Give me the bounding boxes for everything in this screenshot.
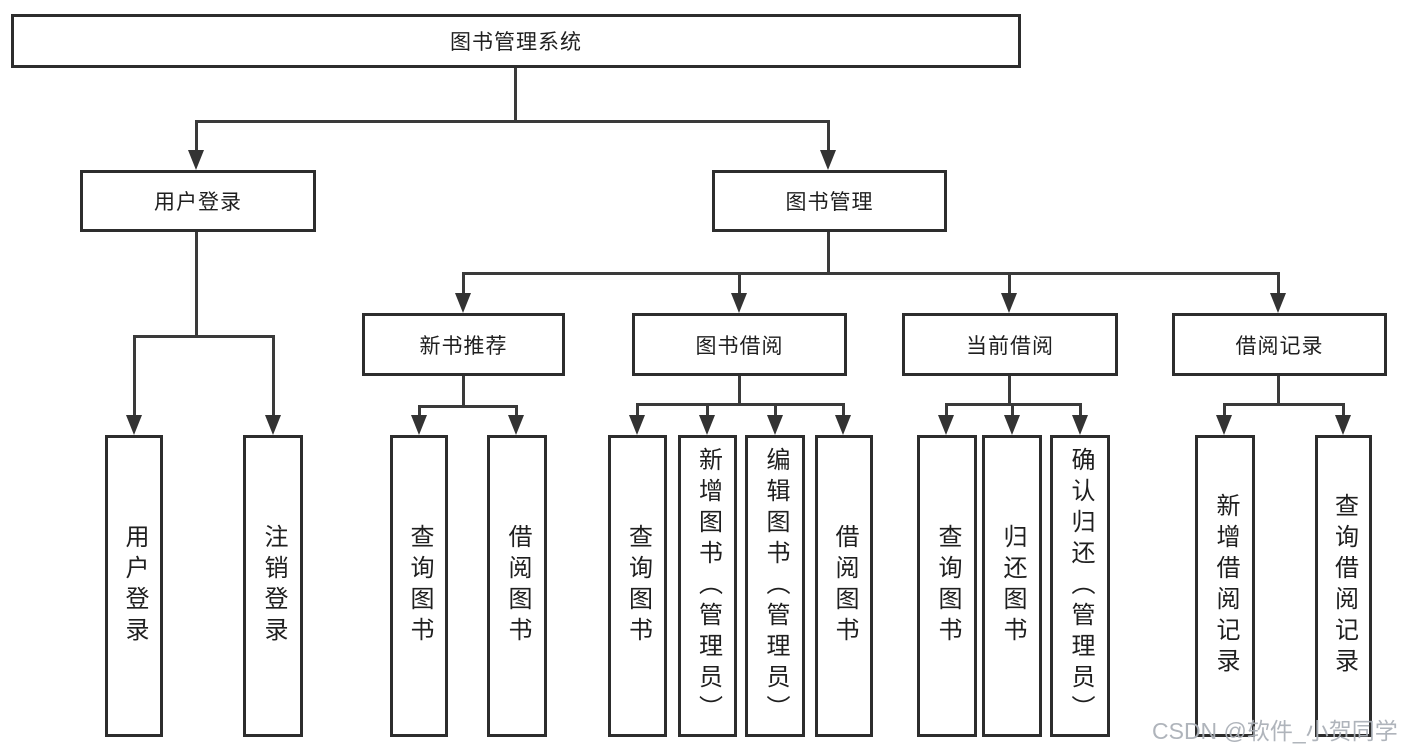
connector-drop bbox=[1079, 403, 1082, 418]
arrowhead-down-icon bbox=[835, 415, 851, 435]
leaf-recommend-borrow-books-label: 借阅图书 bbox=[504, 524, 531, 648]
connector-rail-user-login bbox=[133, 335, 274, 338]
connector-drop bbox=[706, 403, 709, 418]
leaf-logout: 注销登录 bbox=[243, 435, 303, 737]
connector-drop bbox=[462, 272, 465, 295]
connector-drop bbox=[827, 120, 830, 152]
arrowhead-down-icon bbox=[1072, 415, 1088, 435]
leaf-confirm-return-admin-label: 确认归还（管理员） bbox=[1067, 446, 1094, 726]
connector-stem-borrow-records bbox=[1277, 376, 1280, 405]
connector-rail-level3 bbox=[462, 272, 1279, 275]
connector-drop bbox=[1011, 403, 1014, 418]
connector-drop bbox=[1223, 403, 1226, 418]
node-current-borrow-label: 当前借阅 bbox=[966, 334, 1054, 358]
connector-stem-book-management bbox=[827, 232, 830, 274]
leaf-borrow-query-books: 查询图书 bbox=[608, 435, 667, 737]
connector-rail-level2 bbox=[195, 120, 829, 123]
connector-drop bbox=[738, 272, 741, 295]
arrowhead-down-icon bbox=[508, 415, 524, 435]
node-book-management: 图书管理 bbox=[712, 170, 947, 232]
leaf-confirm-return-admin: 确认归还（管理员） bbox=[1050, 435, 1110, 737]
leaf-query-borrow-record: 查询借阅记录 bbox=[1315, 435, 1372, 737]
leaf-borrow-books: 借阅图书 bbox=[815, 435, 873, 737]
leaf-current-query-books: 查询图书 bbox=[917, 435, 977, 737]
connector-stem-root bbox=[514, 68, 517, 122]
node-current-borrow: 当前借阅 bbox=[902, 313, 1118, 376]
leaf-logout-label: 注销登录 bbox=[260, 524, 287, 648]
connector-rail-new-book-recommend bbox=[418, 405, 518, 408]
node-borrow-records: 借阅记录 bbox=[1172, 313, 1387, 376]
connector-stem-current-borrow bbox=[1008, 376, 1011, 405]
connector-drop bbox=[1008, 272, 1011, 295]
connector-rail-borrow-records bbox=[1223, 403, 1344, 406]
leaf-recommend-query-books: 查询图书 bbox=[390, 435, 448, 737]
node-borrow-records-label: 借阅记录 bbox=[1235, 334, 1324, 358]
leaf-borrow-books-label: 借阅图书 bbox=[831, 524, 858, 648]
leaf-query-borrow-record-label: 查询借阅记录 bbox=[1330, 493, 1358, 679]
connector-stem-user-login bbox=[195, 232, 198, 337]
arrowhead-down-icon bbox=[411, 415, 427, 435]
connector-drop bbox=[945, 403, 948, 418]
arrowhead-down-icon bbox=[1335, 415, 1351, 435]
leaf-add-books-admin-label: 新增图书（管理员） bbox=[694, 446, 722, 726]
arrowhead-down-icon bbox=[1004, 415, 1020, 435]
node-new-book-recommend: 新书推荐 bbox=[362, 313, 565, 376]
node-root-label: 图书管理系统 bbox=[450, 31, 582, 54]
leaf-add-borrow-record-label: 新增借阅记录 bbox=[1212, 493, 1239, 679]
connector-rail-book-borrow bbox=[636, 403, 845, 406]
node-book-borrow-label: 图书借阅 bbox=[695, 334, 784, 358]
leaf-edit-books-admin-label: 编辑图书（管理员） bbox=[762, 446, 789, 726]
connector-drop bbox=[842, 403, 845, 418]
arrowhead-down-icon bbox=[1001, 293, 1017, 313]
connector-drop bbox=[1342, 403, 1345, 418]
arrowhead-down-icon bbox=[938, 415, 954, 435]
connector-stem-new-book-recommend bbox=[462, 376, 465, 407]
arrowhead-down-icon bbox=[188, 150, 204, 170]
connector-drop bbox=[272, 335, 275, 417]
arrowhead-down-icon bbox=[455, 293, 471, 313]
connector-drop bbox=[133, 335, 136, 417]
leaf-user-login: 用户登录 bbox=[105, 435, 163, 737]
connector-drop bbox=[636, 403, 639, 418]
arrowhead-down-icon bbox=[265, 415, 281, 435]
watermark: CSDN @软件_小贺同学 bbox=[1152, 718, 1398, 744]
arrowhead-down-icon bbox=[820, 150, 836, 170]
leaf-current-query-books-label: 查询图书 bbox=[934, 524, 961, 648]
leaf-return-books-label: 归还图书 bbox=[999, 524, 1026, 648]
leaf-user-login-label: 用户登录 bbox=[121, 524, 148, 648]
leaf-return-books: 归还图书 bbox=[982, 435, 1042, 737]
leaf-recommend-borrow-books: 借阅图书 bbox=[487, 435, 547, 737]
node-user-login: 用户登录 bbox=[80, 170, 316, 232]
connector-drop bbox=[1277, 272, 1280, 295]
leaf-borrow-query-books-label: 查询图书 bbox=[624, 524, 652, 648]
node-root-system: 图书管理系统 bbox=[11, 14, 1021, 68]
leaf-add-borrow-record: 新增借阅记录 bbox=[1195, 435, 1255, 737]
arrowhead-down-icon bbox=[699, 415, 715, 435]
arrowhead-down-icon bbox=[731, 293, 747, 313]
arrowhead-down-icon bbox=[767, 415, 783, 435]
connector-drop bbox=[418, 405, 421, 418]
leaf-edit-books-admin: 编辑图书（管理员） bbox=[745, 435, 805, 737]
node-new-book-recommend-label: 新书推荐 bbox=[419, 334, 508, 358]
arrowhead-down-icon bbox=[1216, 415, 1232, 435]
arrowhead-down-icon bbox=[629, 415, 645, 435]
connector-drop bbox=[515, 405, 518, 418]
arrowhead-down-icon bbox=[126, 415, 142, 435]
connector-stem-book-borrow bbox=[738, 376, 741, 405]
connector-drop bbox=[774, 403, 777, 418]
node-book-borrow: 图书借阅 bbox=[632, 313, 847, 376]
node-user-login-label: 用户登录 bbox=[154, 191, 242, 214]
leaf-add-books-admin: 新增图书（管理员） bbox=[678, 435, 737, 737]
connector-drop bbox=[195, 120, 198, 152]
arrowhead-down-icon bbox=[1270, 293, 1286, 313]
leaf-recommend-query-books-label: 查询图书 bbox=[406, 524, 433, 648]
node-book-management-label: 图书管理 bbox=[785, 191, 874, 214]
